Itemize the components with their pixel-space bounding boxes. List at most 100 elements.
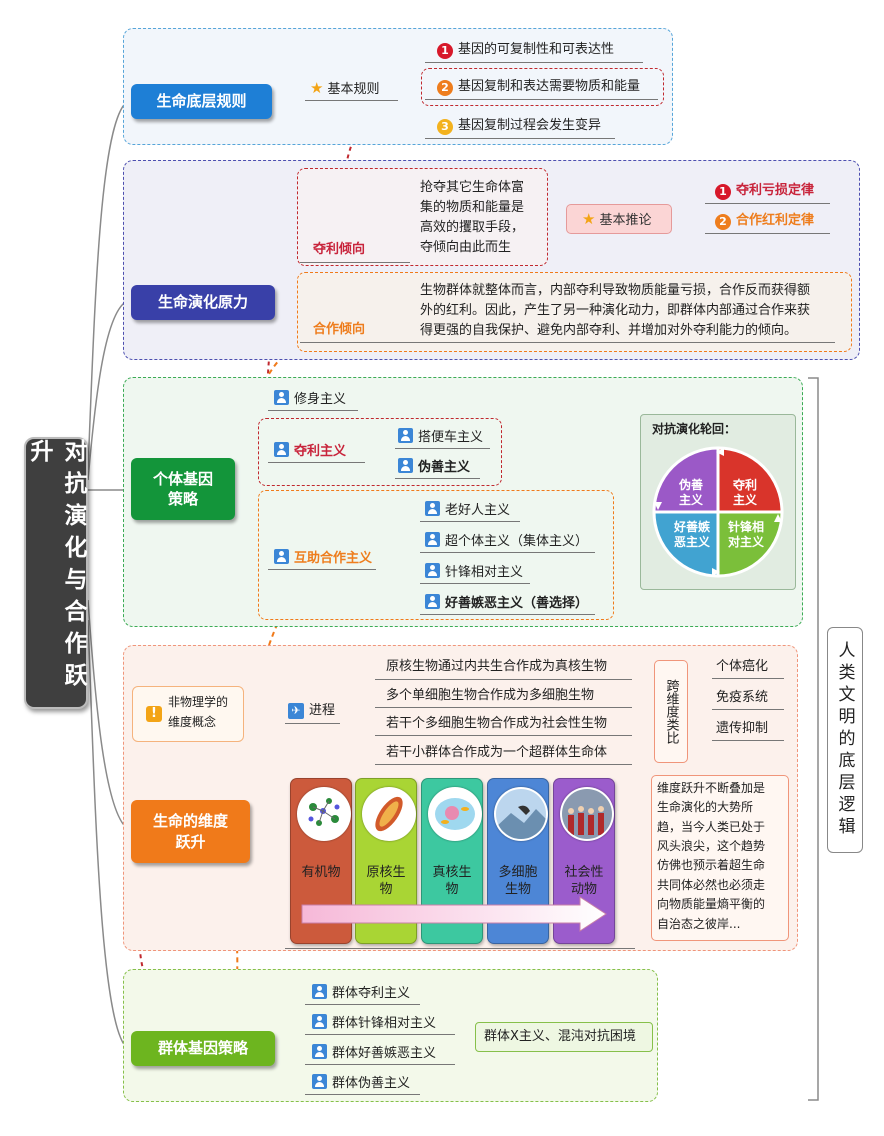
hezuo-text-2: 外的红利。因此，产生了另一种演化动力，即群体内部通过合作来获 <box>420 303 811 318</box>
hezuo-text-1: 生物群体就整体而言，内部夺利导致物质能量亏损，合作反而获得额 <box>420 283 811 298</box>
group-item-4-text: 群体伪善主义 <box>332 1076 411 1091</box>
divider <box>705 203 830 204</box>
group-item-1: 群体夺利主义 <box>312 984 410 1002</box>
divider <box>705 233 830 234</box>
person-icon <box>274 549 289 564</box>
divider <box>305 100 398 101</box>
xiushen-text: 修身主义 <box>294 392 347 407</box>
header-dimension-text: 生命的维度跃升 <box>152 812 228 851</box>
cycle-wheel <box>652 446 784 578</box>
divider <box>375 764 632 765</box>
hezuo-text-3: 得更强的自我保护、避免内部夺利、并增加对外夺利能力的倾向。 <box>420 323 798 338</box>
desc-line-1: 维度跃升不断叠加是 <box>657 781 766 795</box>
group-icon <box>312 1014 327 1029</box>
desc-line-6: 共同体必然也必须走 <box>657 878 766 892</box>
group-item-2-text: 群体针锋相对主义 <box>332 1016 437 1031</box>
desc-line-5: 仿佛也预示着超生命 <box>657 858 766 872</box>
person-icon <box>425 532 440 547</box>
card-eukaryote: 真核生物 <box>421 778 483 944</box>
header-dimension[interactable]: 生命的维度跃升 <box>131 800 250 863</box>
note-text-1: 非物理学的 <box>168 695 229 709</box>
duoli-sub-2-text: 伪善主义 <box>418 460 471 475</box>
desc-line-3: 趋，当今人类已处于 <box>657 820 766 834</box>
rule-item-2-text: 基因复制和表达需要物质和能量 <box>458 79 641 94</box>
header-forces[interactable]: 生命演化原力 <box>131 285 275 320</box>
card-social-label: 社会性动物 <box>564 865 604 897</box>
crowd-image <box>560 787 614 841</box>
xiushen: 修身主义 <box>274 390 346 408</box>
box-huzhu-ism <box>258 490 614 620</box>
number-2-icon: 2 <box>715 214 731 230</box>
header-individual[interactable]: 个体基因策略 <box>131 458 235 520</box>
header-group[interactable]: 群体基因策略 <box>131 1031 275 1066</box>
divider <box>410 342 835 343</box>
side-label: 人类文明的底层逻辑 <box>834 641 855 839</box>
divider <box>420 521 520 522</box>
group-icon <box>312 1074 327 1089</box>
group-item-3: 群体好善嫉恶主义 <box>312 1044 436 1062</box>
star-icon: ★ <box>582 210 596 228</box>
star-icon: ★ <box>310 79 324 97</box>
divider <box>375 735 632 736</box>
box-hezuo-tendency <box>297 272 852 352</box>
huzhu-sub-3: 针锋相对主义 <box>425 563 523 581</box>
step-3: 若干个多细胞生物合作成为社会性生物 <box>386 716 608 731</box>
divider <box>425 62 643 63</box>
card-multicellular-label: 多细胞生物 <box>498 865 538 897</box>
rule-item-3: 3 基因复制过程会发生变异 <box>437 118 601 135</box>
tuilun-box[interactable] <box>566 204 672 234</box>
divider <box>300 262 410 263</box>
rule-item-3-text: 基因复制过程会发生变异 <box>458 118 602 133</box>
wheel-q1: 伪善主义 <box>678 478 703 507</box>
huzhu-sub-1: 老好人主义 <box>425 501 510 519</box>
central-title-text: 对抗演化与合作跃升 <box>26 439 86 695</box>
divider <box>305 1004 420 1005</box>
note-box <box>132 686 244 742</box>
step-2: 多个单细胞生物合作成为多细胞生物 <box>386 688 595 703</box>
duoli-sub-2: 伪善主义 <box>398 458 470 476</box>
person-icon <box>425 501 440 516</box>
analog-2: 免疫系统 <box>716 690 769 705</box>
analogy-label: 跨维度类比 <box>663 679 679 744</box>
divider <box>268 410 358 411</box>
person-icon <box>274 390 289 405</box>
divider <box>712 740 784 741</box>
cell-image <box>428 787 482 841</box>
hezuo-tendency-label: 合作倾向 <box>313 322 366 337</box>
box-duoli-tendency <box>297 168 548 266</box>
number-2-icon: 2 <box>437 80 453 96</box>
divider <box>420 552 595 553</box>
jincheng: ✈进程 <box>288 703 335 719</box>
person-icon <box>274 442 289 457</box>
person-icon <box>425 594 440 609</box>
huzhu-sub-1-text: 老好人主义 <box>445 503 511 518</box>
desc-line-4: 风头浪尖，这个趋势 <box>657 839 766 853</box>
tuilun-label: ★基本推论 <box>582 210 651 229</box>
wheel-q4: 针锋相对主义 <box>727 520 764 549</box>
number-3-icon: 3 <box>437 119 453 135</box>
analog-3: 遗传抑制 <box>716 721 769 736</box>
card-prokaryote-label: 原核生物 <box>366 865 406 897</box>
divider <box>420 583 530 584</box>
number-1-icon: 1 <box>437 43 453 59</box>
wheel-q2: 夺利主义 <box>732 478 757 507</box>
huzhu-sub-4: 好善嫉恶主义（善选择） <box>425 594 588 612</box>
huzhu-ism-text: 互助合作主义 <box>294 551 373 566</box>
molecule-image <box>297 787 351 841</box>
box-duoli-ism <box>258 418 502 486</box>
progress-arrow <box>301 896 607 932</box>
huzhu-sub-2-text: 超个体主义（集体主义） <box>445 534 589 549</box>
duoli-text-1: 抢夺其它生命体富 <box>420 180 525 195</box>
group-item-4: 群体伪善主义 <box>312 1074 410 1092</box>
duoli-sub-1: 搭便车主义 <box>398 428 483 446</box>
header-rules[interactable]: 生命底层规则 <box>131 84 272 119</box>
group-icon <box>312 1044 327 1059</box>
branch-basic-rules: ★基本规则 <box>310 79 379 98</box>
rule-item-2: 2 基因复制和表达需要物质和能量 <box>437 79 640 96</box>
analog-1: 个体癌化 <box>716 659 769 674</box>
plane-icon: ✈ <box>288 703 304 719</box>
warning-icon: ! <box>146 706 162 722</box>
step-4: 若干小群体合作成为一个超群体生命体 <box>386 745 608 760</box>
divider <box>712 678 784 679</box>
